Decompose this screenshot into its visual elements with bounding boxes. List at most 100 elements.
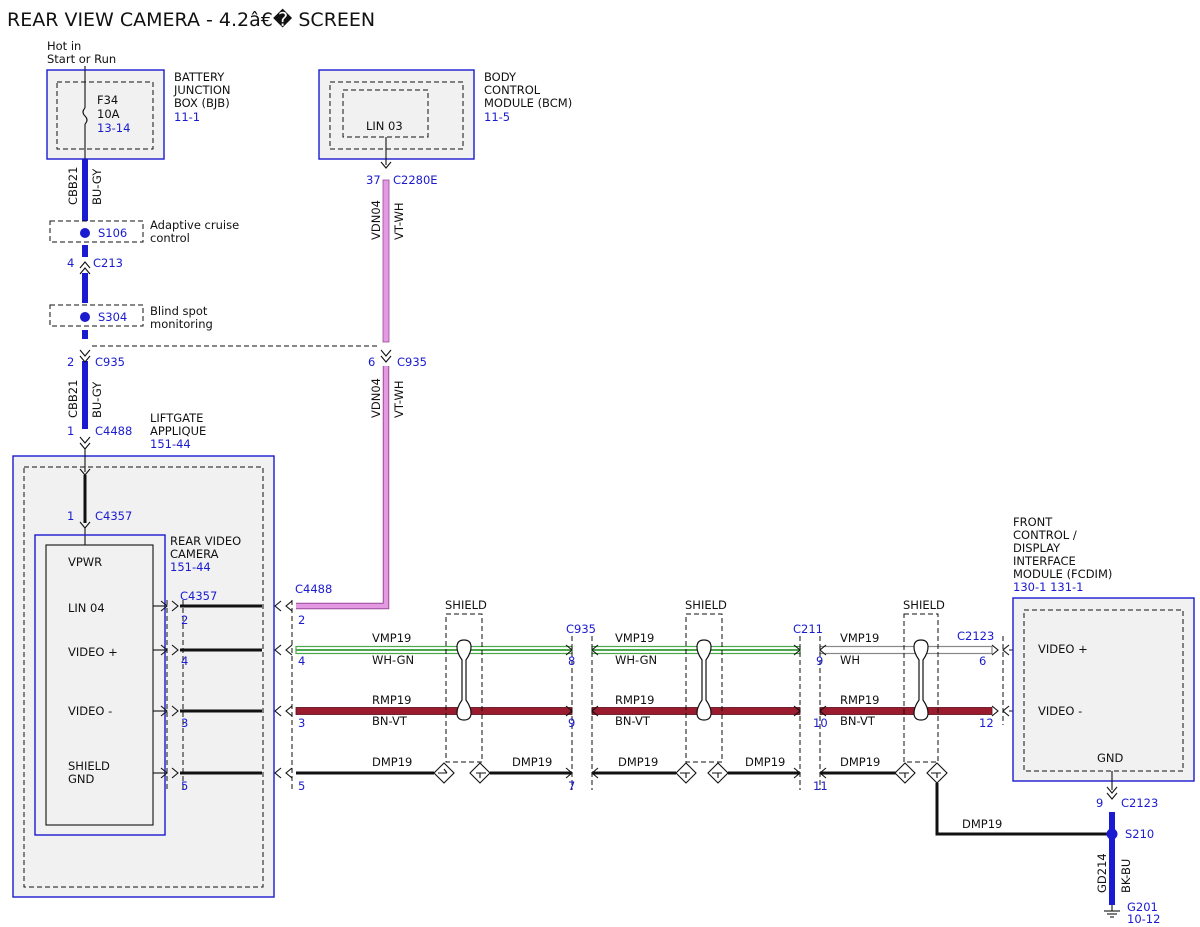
camera-pin-video-plus: VIDEO + (68, 645, 118, 659)
splice-s106-label-2: control (150, 231, 190, 245)
camera-name-1: REAR VIDEO (170, 534, 241, 548)
dmp-circuit-2: DMP19 (512, 755, 552, 769)
splice-dot-icon (80, 228, 90, 238)
fcdim-pin-gnd: GND (1097, 751, 1124, 765)
vmp-color-1: WH-GN (372, 653, 414, 667)
rmp-circuit-3: RMP19 (840, 693, 879, 707)
connector-c4488-power: 1 C4488 (67, 424, 132, 450)
bcm-module-box (318, 69, 475, 160)
camera-pin-lin: LIN 04 (68, 601, 105, 615)
splice-s106-label-1: Adaptive cruise (150, 218, 239, 232)
rear-video-camera: REAR VIDEO CAMERA 151-44 VPWR LIN 04 VID… (34, 534, 241, 836)
power-note-line-1: Hot in (47, 39, 81, 53)
camera-conn-pin-2: 2 (181, 613, 188, 627)
diagram-title: REAR VIEW CAMERA - 4.2â€� SCREEN (7, 8, 375, 31)
dmp-circuit-3: DMP19 (618, 755, 658, 769)
bcm-pin-label: LIN 03 (366, 119, 403, 133)
c4488-name: C4488 (95, 424, 132, 438)
c2123-name: C2123 (957, 629, 994, 643)
c4488-side-pin-2: 2 (298, 613, 305, 627)
splice-dot-icon (80, 312, 90, 322)
rmp-circuit-2: RMP19 (615, 693, 654, 707)
c4488-pin: 1 (67, 424, 74, 438)
power-wire-cbb21: CBB21 BU-GY CBB21 BU-GY (66, 159, 104, 429)
c2123-pin-6: 6 (979, 654, 986, 668)
twisted-pair-icon (696, 639, 712, 721)
bjb-name-2: JUNCTION (173, 83, 231, 97)
fuse-ref: 13-14 (97, 121, 130, 135)
liftgate-internal-wires (153, 600, 262, 779)
video-plus-wire: VMP19 WH-GN VMP19 WH-GN VMP19 WH (295, 631, 993, 667)
c4488-side-pin-4: 4 (298, 654, 305, 668)
dmp-circuit-4: DMP19 (745, 755, 785, 769)
battery-junction-box: Hot in Start or Run F34 10A 13-14 BATTER… (46, 39, 231, 160)
bcm-name-2: CONTROL (484, 83, 541, 97)
connector-c935-top: 2 C935 6 C935 (67, 345, 427, 369)
fcdim-pin-video-minus: VIDEO - (1038, 704, 1082, 718)
connector-c211: C211 9 10 11 (793, 622, 828, 793)
power-note-line-2: Start or Run (47, 52, 116, 66)
bcm-name-1: BODY (484, 70, 517, 84)
liftgate-ref: 151-44 (150, 437, 191, 451)
bjb-ref: 11-1 (174, 110, 200, 124)
dmp-circuit-1: DMP19 (372, 755, 412, 769)
vmp-circuit-2: VMP19 (615, 631, 654, 645)
c935-row-pin-9: 9 (568, 716, 575, 730)
camera-ref: 151-44 (170, 560, 211, 574)
fcdim-pin-video-plus: VIDEO + (1038, 642, 1088, 656)
lin-circuit-top: VDN04 (369, 200, 383, 240)
camera-pin-video-minus: VIDEO - (68, 704, 112, 718)
c2280e-name: C2280E (393, 173, 438, 187)
camera-conn-pin-4: 4 (181, 654, 188, 668)
rmp-color-2: BN-VT (615, 714, 651, 728)
gnd-conn-pin: 9 (1096, 796, 1103, 810)
splice-s304: S304 Blind spot monitoring (49, 304, 213, 331)
c935-name-lin: C935 (397, 355, 427, 369)
gnd-conn-name: C2123 (1121, 796, 1158, 810)
rmp-color-1: BN-VT (372, 714, 408, 728)
splice-s304-id: S304 (98, 310, 127, 324)
c935-name-power: C935 (95, 355, 125, 369)
c4488-side-name: C4488 (295, 582, 332, 596)
power-circuit-top: CBB21 (66, 167, 80, 205)
shield-label-2: SHIELD (685, 598, 727, 612)
camera-conn-name: C4357 (180, 589, 217, 603)
dmp-circuit-5: DMP19 (840, 755, 880, 769)
fcdim-name-5: MODULE (FCDIM) (1013, 567, 1112, 581)
fuse-icon (82, 107, 88, 125)
gnd-circuit: GD214 (1095, 853, 1109, 893)
camera-name-2: CAMERA (170, 547, 219, 561)
gnd-color: BK-BU (1119, 859, 1133, 893)
ground-path: 9 C2123 DMP19 S210 GD214 BK-BU G201 10-1… (935, 771, 1160, 926)
power-color-bottom: BU-GY (90, 381, 104, 418)
c4488-side-pin-5: 5 (298, 779, 305, 793)
lin-color-bottom: VT-WH (392, 380, 406, 418)
body-control-module: LIN 03 BODY CONTROL MODULE (BCM) 11-5 37… (318, 69, 572, 187)
bjb-name-3: BOX (BJB) (174, 96, 230, 110)
vmp-color-2: WH-GN (615, 653, 657, 667)
splice-s106-id: S106 (98, 226, 127, 240)
liftgate-name-1: LIFTGATE (150, 411, 203, 425)
lin-circuit-bottom: VDN04 (369, 378, 383, 418)
fcdim-name-2: CONTROL / (1013, 528, 1077, 542)
c935-pin-lin: 6 (368, 355, 375, 369)
bjb-module-box (46, 69, 165, 160)
rmp-circuit-1: RMP19 (372, 693, 411, 707)
c2280e-pin: 37 (366, 173, 381, 187)
splice-s304-label-2: monitoring (150, 317, 213, 331)
dmp-circuit-ground: DMP19 (962, 817, 1002, 831)
c4357-pin: 1 (67, 509, 74, 523)
lin-wire-vdn04: VDN04 VT-WH VDN04 VT-WH (296, 179, 406, 610)
camera-conn-pin-5: 5 (181, 779, 188, 793)
c935-row-pin-8: 8 (568, 654, 575, 668)
lin-color-top: VT-WH (392, 202, 406, 240)
fcdim-module: FRONT CONTROL / DISPLAY INTERFACE MODULE… (1012, 515, 1195, 782)
fuse-amps: 10A (97, 107, 120, 121)
twisted-pair-icon (456, 639, 472, 721)
c211-pin-10: 10 (813, 716, 828, 730)
power-circuit-bottom: CBB21 (66, 380, 80, 418)
video-minus-wire: RMP19 BN-VT RMP19 BN-VT RMP19 BN-VT (295, 693, 993, 728)
splice-s304-label-1: Blind spot (150, 304, 208, 318)
connector-c4488-signals: C4488 2 4 3 5 (274, 582, 332, 793)
shield-label-3: SHIELD (903, 598, 945, 612)
